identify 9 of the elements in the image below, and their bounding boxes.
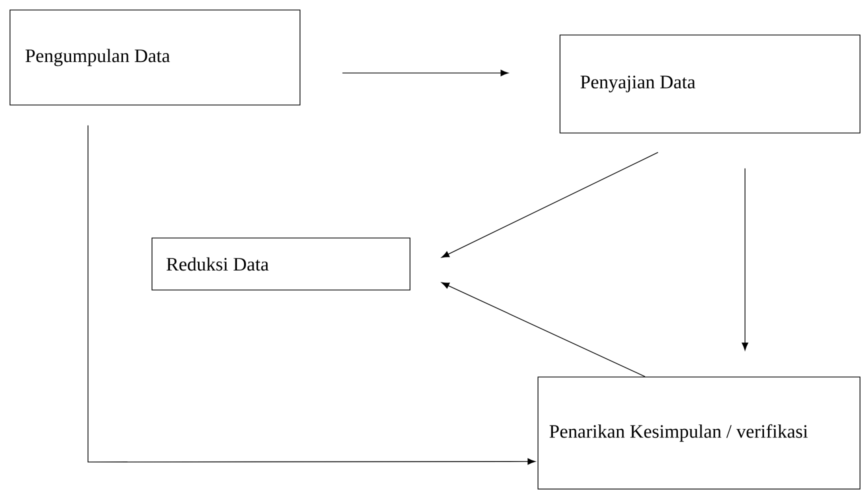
process-box: Penarikan Kesimpulan / verifikasi: [538, 376, 860, 490]
process-box: Reduksi Data: [152, 238, 410, 290]
arrow: [441, 152, 658, 258]
arrow: [88, 125, 536, 465]
process-box: Pengumpulan Data: [10, 10, 300, 106]
process-box: Penyajian Data: [560, 34, 860, 134]
arrow: [441, 282, 646, 377]
arrow: [742, 168, 748, 350]
arrow: [342, 70, 508, 76]
